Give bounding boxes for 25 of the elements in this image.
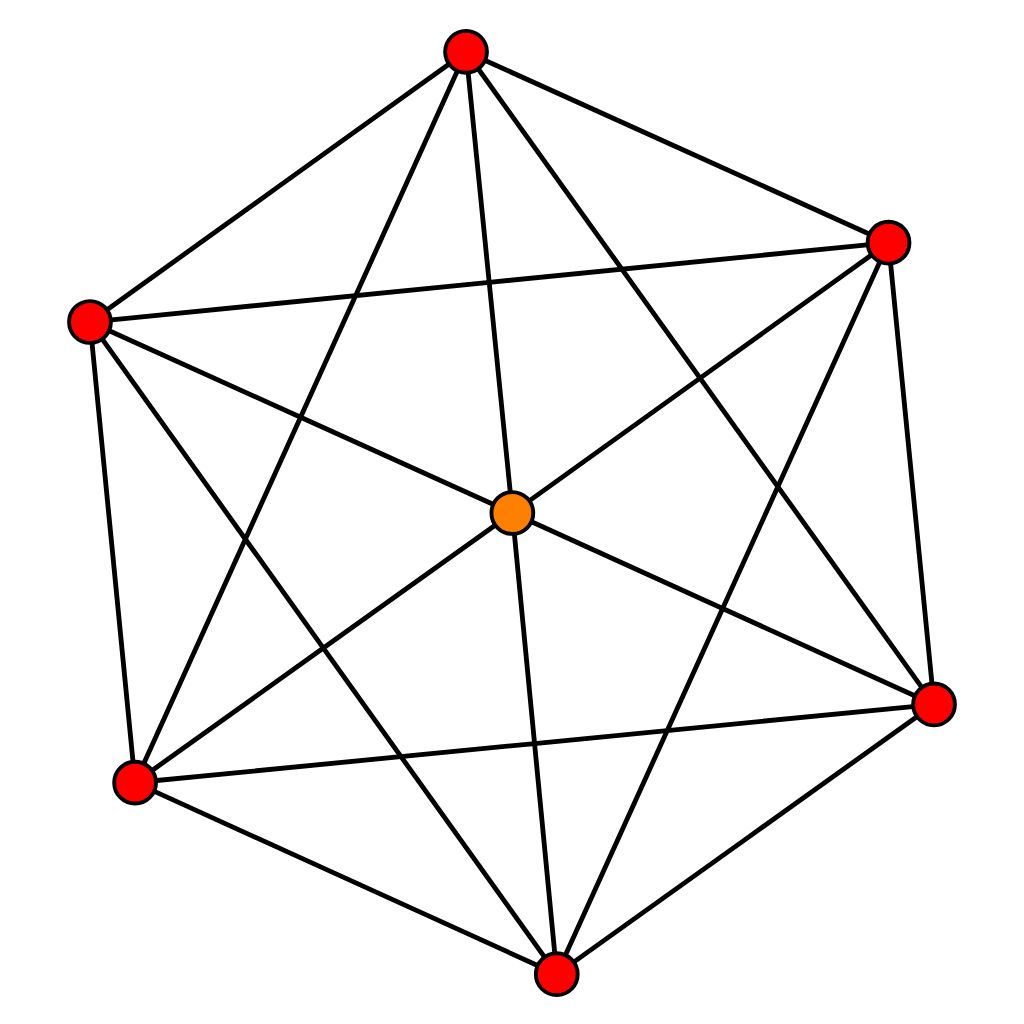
connector <box>465 71 513 492</box>
node-circle <box>443 27 489 74</box>
connector <box>528 252 873 502</box>
connector <box>476 66 924 688</box>
node-circle <box>533 950 580 997</box>
connector <box>511 532 558 953</box>
node-circle <box>112 758 158 805</box>
node-circle <box>911 680 957 727</box>
connector <box>888 262 935 683</box>
connector <box>150 522 497 772</box>
node-circle <box>67 298 113 344</box>
connector <box>108 327 494 506</box>
connector <box>100 337 546 957</box>
connector <box>572 713 919 963</box>
connector <box>156 703 913 782</box>
node-circle <box>489 489 536 535</box>
connector <box>89 341 136 761</box>
connector <box>105 61 451 311</box>
node-circle <box>865 218 912 265</box>
connector <box>111 241 868 322</box>
connector <box>141 69 460 763</box>
connector <box>563 260 882 955</box>
connector <box>484 57 871 236</box>
connector <box>530 518 916 697</box>
connector <box>153 788 539 967</box>
